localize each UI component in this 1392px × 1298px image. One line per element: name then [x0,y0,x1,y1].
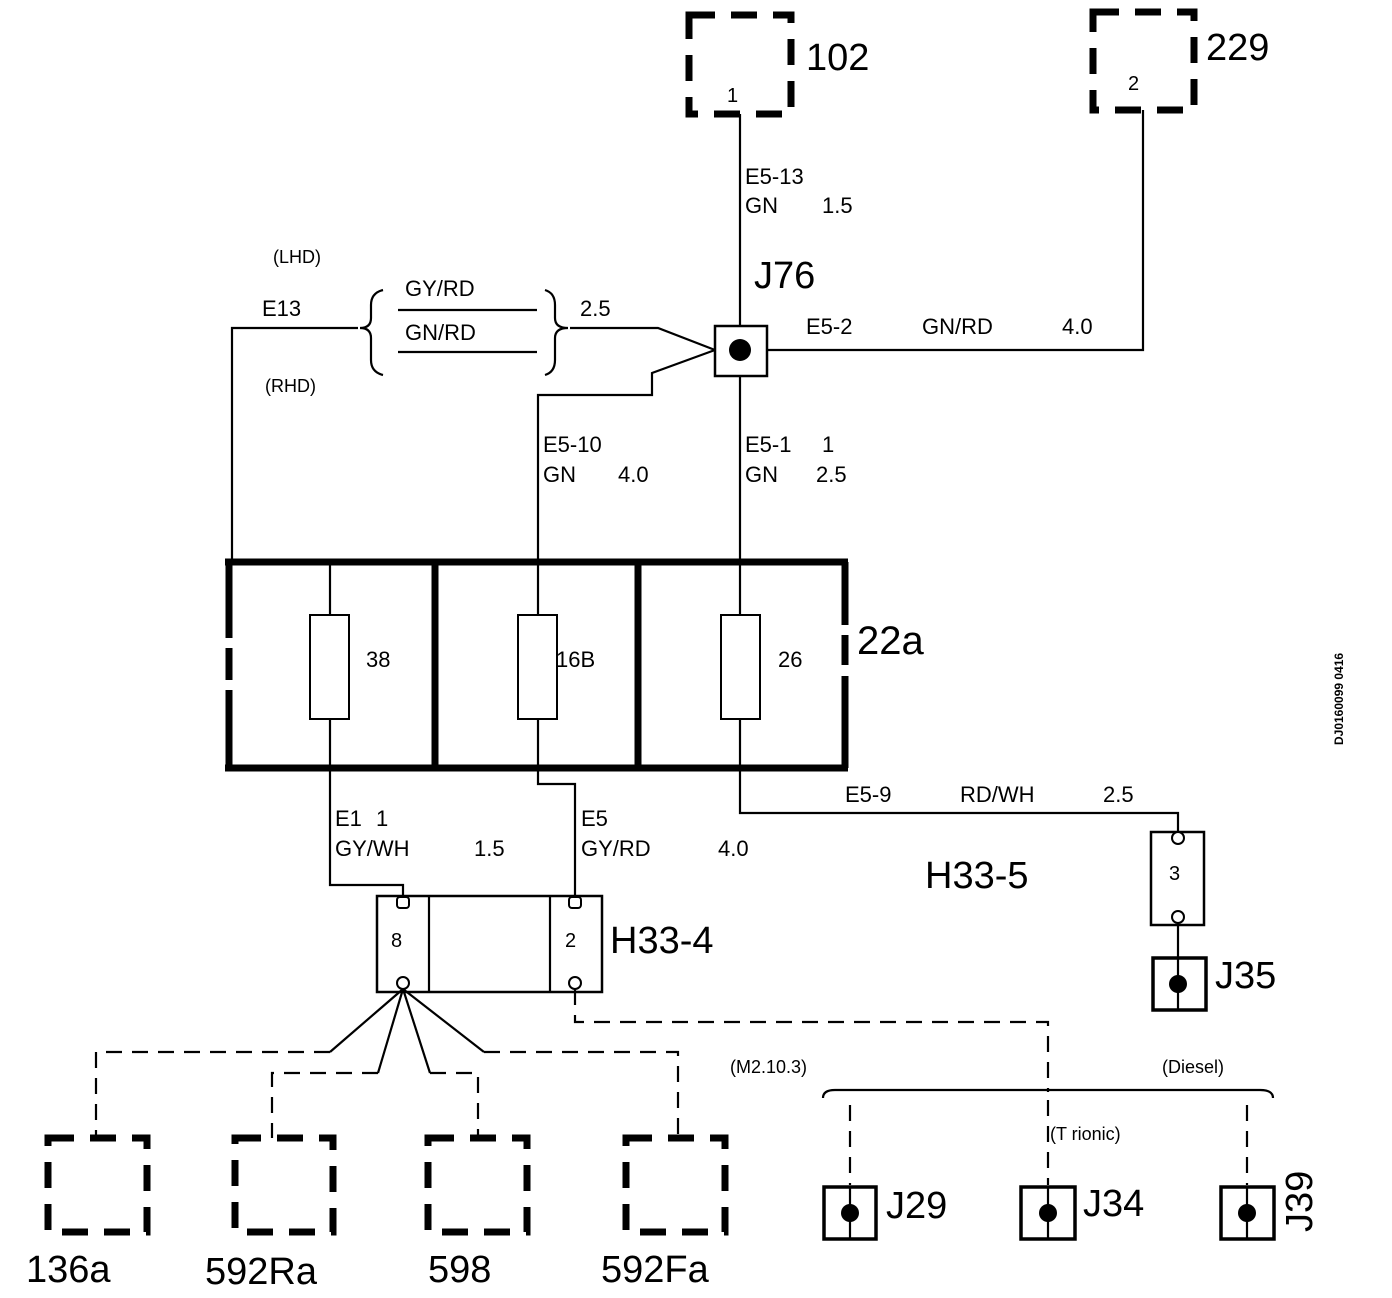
wire-e13-code: E13 [262,296,301,321]
variant-diesel: (Diesel) [1162,1057,1224,1077]
variant-trionic: (T rionic) [1050,1124,1121,1144]
wire-e5-9-color: RD/WH [960,782,1035,807]
wire-e5-2-code: E5-2 [806,314,852,339]
connector-h33-5-label: H33-5 [925,855,1029,897]
connector-h33-4: 8 2 H33-4 [375,894,714,994]
connector-h33-5-pin: 3 [1169,863,1180,885]
component-102: 1 102 [685,11,869,118]
component-598: 598 [424,1134,531,1291]
component-592ra-label: 592Ra [205,1251,318,1293]
wire-e5-10-code: E5-10 [543,432,602,457]
variant-m2103: (M2.10.3) [730,1057,807,1077]
component-592ra: 592Ra [205,1134,337,1293]
wire-e13-color-b: GN/RD [405,320,476,345]
variant-bracket [821,1088,1275,1099]
ground-j34-label: J34 [1083,1183,1144,1225]
wire-e5-code: E5 [581,806,608,831]
fuse-38: 38 [309,562,390,768]
connector-h33-4-label: H33-4 [610,920,714,962]
wire-e5-13-code: E5-13 [745,164,804,189]
wire-e5-10 [536,348,716,562]
wire-e5 [536,768,577,896]
ground-j29-label: J29 [886,1185,947,1227]
wire-e5-1-index: 1 [822,432,834,457]
fuse-16b-label: 16B [556,647,595,672]
fusebox-22a: 22a [225,558,924,772]
component-592fa: 592Fa [601,1134,729,1291]
component-598-label: 598 [428,1249,491,1291]
fusebox-22a-label: 22a [857,619,924,663]
wire-e5-10-size: 4.0 [618,462,649,487]
wire-e5-1-color: GN [745,462,778,487]
wire-e5-color: GY/RD [581,836,651,861]
wire-e13-size: 2.5 [580,296,611,321]
component-592fa-label: 592Fa [601,1249,710,1291]
fuse-26: 26 [720,562,802,768]
wire-e13 [230,288,716,562]
fuse-26-label: 26 [778,647,802,672]
connector-h33-5: 3 H33-5 [925,830,1206,927]
fuse-16b: 16B [517,562,595,768]
wire-e5-9-size: 2.5 [1103,782,1134,807]
component-136a-label: 136a [26,1249,111,1291]
wire-e5-2-size: 4.0 [1062,314,1093,339]
ground-j39-label: J39 [1279,1171,1321,1232]
component-102-pin: 1 [727,85,738,107]
wire-e5-2-color: GN/RD [922,314,993,339]
component-229: 2 229 [1089,8,1269,114]
wire-e13-color-a: GY/RD [405,276,475,301]
component-136a: 136a [26,1134,151,1291]
wire-e1-color: GY/WH [335,836,410,861]
ground-j35: J35 [1151,955,1276,1012]
component-102-label: 102 [806,37,869,79]
wire-e5-13-color: GN [745,193,778,218]
wire-pin-2-ground [573,989,1050,1092]
component-229-pin: 2 [1128,73,1139,95]
ground-j35-label: J35 [1215,955,1276,997]
document-id: DJ0160099 0416 [1332,653,1346,745]
wire-e5-10-color: GN [543,462,576,487]
wire-e5-1-size: 2.5 [816,462,847,487]
ground-j39: J39 [1219,1171,1321,1241]
wire-e5-1-code: E5-1 [745,432,791,457]
wire-e5-9 [738,768,1180,832]
wire-e1-size: 1.5 [474,836,505,861]
connector-h33-4-pin-2: 2 [565,930,576,952]
wire-e13-lhd: (LHD) [273,247,321,267]
wire-e5-13-size: 1.5 [822,193,853,218]
splice-j76: J76 [713,255,815,378]
connector-h33-4-pin-8: 8 [391,930,402,952]
wire-e13-rhd: (RHD) [265,376,316,396]
fanout-pin-8 [94,988,680,1138]
wire-e5-2 [767,110,1145,352]
wire-e5-9-code: E5-9 [845,782,891,807]
wire-e1-index: 1 [376,806,388,831]
splice-j76-label: J76 [754,255,815,297]
wire-e5-size: 4.0 [718,836,749,861]
wire-e1-code: E1 [335,806,362,831]
ground-j29: J29 [822,1185,947,1241]
ground-j34: J34 [1019,1183,1144,1241]
wire-e1 [328,768,405,896]
component-229-label: 229 [1206,27,1269,69]
fuse-38-label: 38 [366,647,390,672]
